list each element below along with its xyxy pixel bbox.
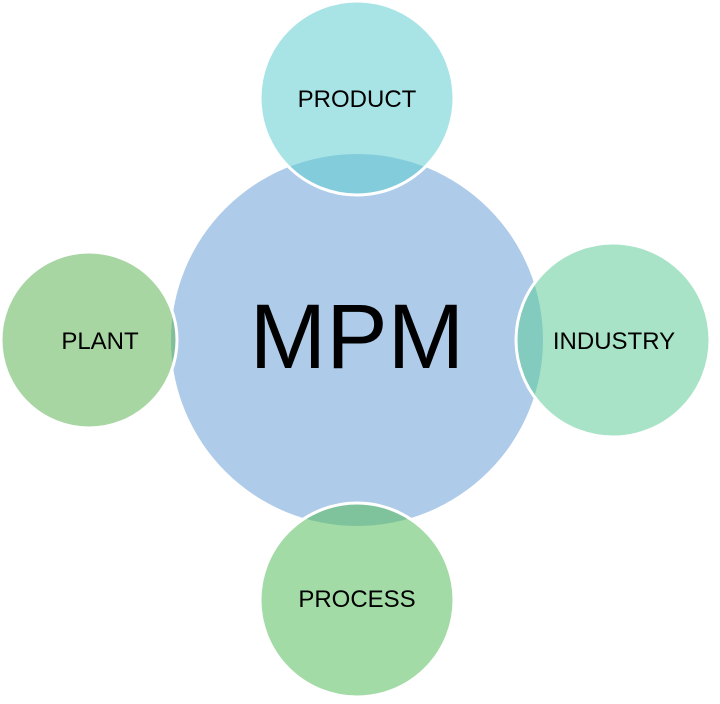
plant-label: PLANT <box>61 328 139 355</box>
center-label: MPM <box>250 286 465 388</box>
product-label: PRODUCT <box>298 86 417 113</box>
industry-label: INDUSTRY <box>553 328 675 355</box>
plant-circle <box>0 250 179 430</box>
center-circle <box>171 154 543 526</box>
industry-circle <box>514 241 712 439</box>
product-circle <box>258 0 456 197</box>
process-label: PROCESS <box>298 586 415 613</box>
process-circle <box>258 501 456 699</box>
